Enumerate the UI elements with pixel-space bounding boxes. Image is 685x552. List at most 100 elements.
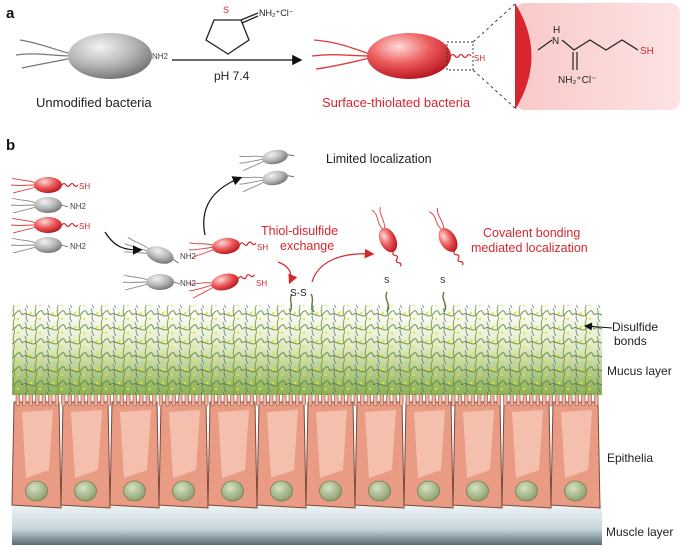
covalent-label-1: Covalent bonding <box>483 226 580 240</box>
nh2-tag: NH2 <box>180 279 197 288</box>
mucin-strand-2 <box>310 293 315 313</box>
cell-body <box>211 273 239 291</box>
amine-stub <box>61 204 69 208</box>
nh2-tag: NH2 <box>70 242 87 251</box>
cell-nucleus <box>515 480 538 502</box>
epithelia-label: Epithelia <box>607 451 653 465</box>
flagella <box>10 197 37 214</box>
arrow-to-mucus <box>104 231 143 255</box>
unmodified-caption: Unmodified bacteria <box>36 95 152 110</box>
linker-h: H <box>553 25 560 36</box>
nh2-group-label: NH2 <box>152 52 169 61</box>
nh2-tag: NH2 <box>180 252 197 261</box>
iminothiolane-structure <box>205 12 259 55</box>
thiol-linker <box>392 251 402 267</box>
arrow-limited <box>203 176 243 236</box>
cell-nucleus <box>564 480 587 502</box>
cell-nucleus <box>221 480 244 502</box>
tethered-bacterium <box>371 207 402 267</box>
flagella <box>429 207 445 230</box>
mucin-strand-4 <box>442 291 447 313</box>
thiolated-bacterium-small <box>10 217 79 234</box>
cell-body <box>212 237 240 255</box>
sh-tag: SH <box>79 222 90 231</box>
sh-tag: SH <box>256 279 267 288</box>
flagella <box>239 176 265 193</box>
cell-highlight <box>267 410 298 478</box>
cell-highlight <box>512 410 543 478</box>
thiol-linker <box>453 250 464 266</box>
exchange-label-1: Thiol-disulfide <box>261 224 338 238</box>
cell-body <box>262 149 288 165</box>
cell-highlight <box>218 410 249 478</box>
flagella <box>10 217 37 234</box>
cell-body <box>146 274 174 290</box>
unmodified-bacterium-small <box>10 197 69 214</box>
thiolated-caption: Surface-thiolated bacteria <box>322 95 471 110</box>
amine-stub <box>287 175 295 178</box>
cell-body <box>262 170 288 186</box>
amine-stub <box>173 258 179 264</box>
arrow-exchange-out <box>311 248 375 283</box>
panel-a-label: a <box>6 5 15 22</box>
mucus-layer <box>12 305 602 395</box>
cell-body <box>146 246 174 264</box>
cell-highlight <box>71 410 102 478</box>
cell-nucleus <box>270 480 293 502</box>
unmodified-bacterium-small <box>124 236 179 264</box>
mucin-strand-1 <box>289 293 293 313</box>
linker-amine: NH₂⁺Cl⁻ <box>558 75 596 86</box>
flagella <box>124 236 150 254</box>
sh-tag: SH <box>79 182 90 191</box>
linker-sh: SH <box>640 46 654 57</box>
cell-nucleus <box>172 480 195 502</box>
flagella <box>239 155 265 172</box>
mucus-layer-label: Mucus layer <box>607 364 672 378</box>
sh-tag: SH <box>257 243 268 252</box>
reaction-condition: pH 7.4 <box>214 69 250 83</box>
microvilli <box>15 391 599 407</box>
cell-nucleus <box>417 480 440 502</box>
cell-nucleus <box>466 480 489 502</box>
flagella <box>10 237 37 254</box>
thiolated-bacterium-small <box>10 177 79 194</box>
thiolated-bacterium <box>311 33 474 79</box>
disulfide-label-1: Disulfide <box>612 320 658 334</box>
cell-nucleus <box>319 480 342 502</box>
cell-body <box>438 228 458 252</box>
cell-nucleus <box>368 480 391 502</box>
covalent-label-2: mediated localization <box>471 241 588 255</box>
epithelial-cells <box>11 401 601 509</box>
zoom-line-bottom <box>472 69 516 109</box>
unmodified-bacterium-small <box>10 237 69 254</box>
exchange-label-2: exchange <box>280 239 334 253</box>
unmodified-bacterium-small <box>239 149 295 172</box>
thiol-linker <box>238 274 255 280</box>
cell-highlight <box>169 410 200 478</box>
disulfide-pointer <box>584 322 613 331</box>
amine-stub <box>61 244 69 248</box>
thiol-linker <box>61 222 79 228</box>
mucin-strand-3 <box>385 291 390 313</box>
muscle-layer-label: Muscle layer <box>606 525 673 539</box>
cell-body <box>378 227 398 253</box>
cell-highlight <box>22 410 53 478</box>
reagent-sulfur: S <box>223 5 229 15</box>
amine-stub <box>287 154 295 157</box>
thiol-linker <box>239 241 257 246</box>
s-tag: S <box>440 276 445 285</box>
thiol-linker <box>61 182 79 188</box>
thiolated-bacterium-small <box>189 237 257 259</box>
tethered-bacterium <box>429 207 464 266</box>
sh-group-label: SH <box>474 54 485 63</box>
reagent-amine: NH₂⁺Cl⁻ <box>259 8 294 18</box>
cell-highlight <box>463 410 494 478</box>
panel-b-label: b <box>6 137 15 154</box>
amine-stub <box>173 281 181 285</box>
cell-body <box>34 177 62 193</box>
cell-body <box>34 197 62 213</box>
cell-nucleus <box>123 480 146 502</box>
cell-highlight <box>316 410 347 478</box>
s-tag: S <box>384 276 389 285</box>
